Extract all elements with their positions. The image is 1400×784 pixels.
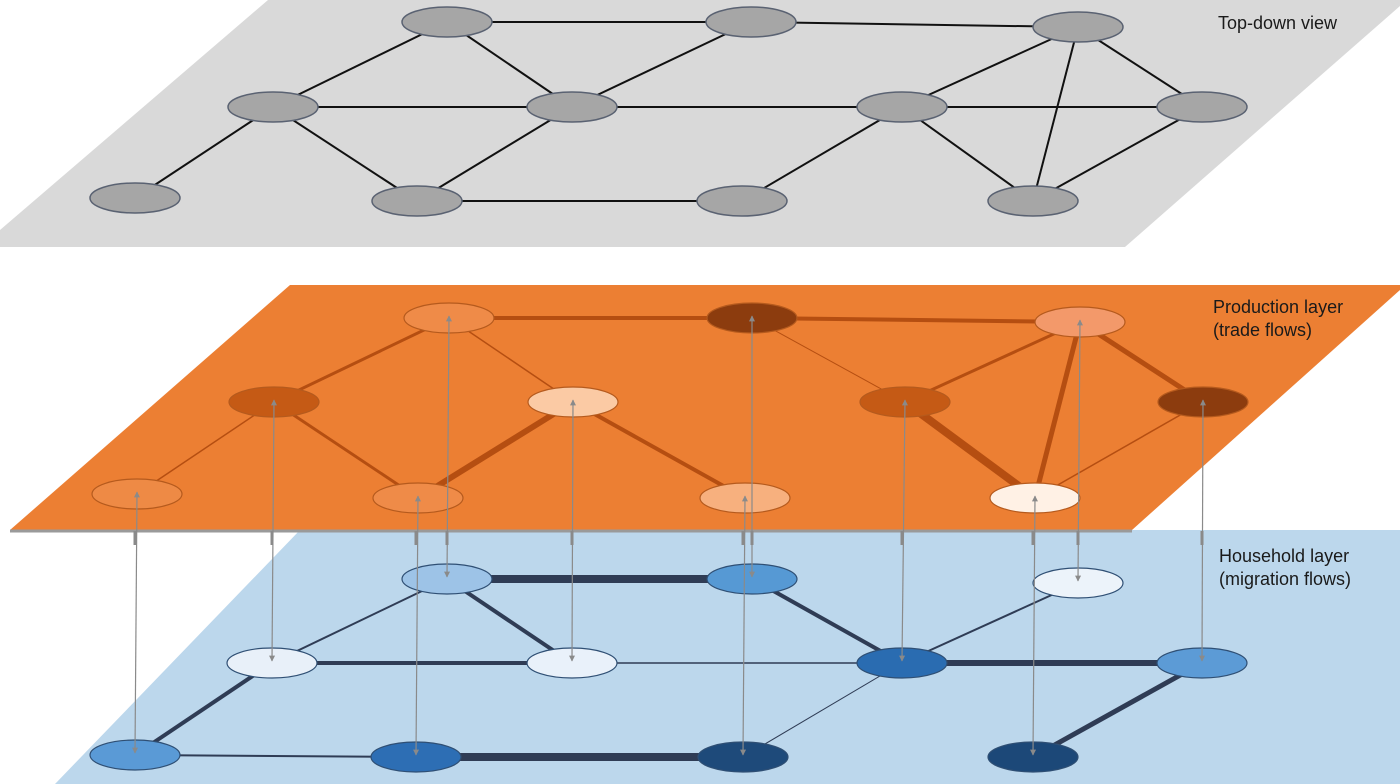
top-down-layer [0, 0, 1400, 247]
top-edge-a-b [134, 106, 274, 199]
household-layer-title: Household layer [1219, 546, 1350, 566]
production-edge-d-e [416, 399, 575, 501]
production-edge-j-k [1034, 401, 1204, 499]
top-edge-j-k [1032, 106, 1203, 202]
interlayer-links [132, 315, 1206, 756]
production-edge-e-g [572, 400, 746, 500]
top-edge-d-e [416, 106, 573, 202]
top-node-d [371, 185, 463, 217]
top-edge-e-f [571, 21, 752, 108]
interlayer-link-i [1075, 319, 1083, 582]
top-edge-b-c [272, 21, 448, 108]
interlayer-link-a [132, 491, 140, 754]
top-node-e [526, 91, 618, 123]
production-layer-title: Production layer [1213, 297, 1344, 317]
top-edge-b-d [272, 106, 418, 202]
top-node-h [856, 91, 948, 123]
top-node-a [89, 182, 181, 214]
top-edge-g-h [741, 106, 903, 202]
household-edge-h-i [901, 582, 1079, 664]
top-down-view-label: Top-down view [1218, 13, 1338, 33]
top-edge-c-e [446, 21, 573, 108]
top-down-plane [0, 0, 1400, 247]
production-edge-b-d [273, 400, 419, 500]
top-edge-h-i [901, 26, 1079, 108]
top-edge-i-k [1032, 26, 1079, 202]
production-edge-f-i [751, 316, 1081, 324]
interlayer-link-d [413, 495, 421, 756]
interlayer-link-g [740, 495, 748, 756]
top-node-i [1032, 11, 1124, 43]
household-edge-f-h [751, 577, 903, 665]
production-edge-b-c [273, 316, 450, 404]
top-edge-h-k [901, 106, 1034, 202]
household-layer [55, 530, 1400, 784]
interlayer-link-j [1199, 399, 1206, 662]
interlayer-link-c [444, 315, 452, 578]
top-node-c [401, 6, 493, 38]
top-node-b [227, 91, 319, 123]
production-edge-a-b [136, 401, 275, 495]
interlayer-link-h [899, 399, 908, 662]
top-node-k [987, 185, 1079, 217]
household-edge-a-d [134, 754, 417, 758]
household-edge-a-b [133, 661, 274, 757]
production-plane [10, 285, 1400, 530]
production-edge-i-k [1032, 321, 1083, 499]
top-node-g [696, 185, 788, 217]
household-layer-subtitle: (migration flows) [1219, 569, 1352, 589]
production-edge-h-k [902, 398, 1038, 502]
production-edge-e-c [448, 317, 574, 403]
production-layer-label: Production layer (trade flows) [1213, 296, 1343, 342]
top-node-j [1156, 91, 1248, 123]
interlayer-link-b [269, 399, 277, 662]
household-edge-j-k [1031, 660, 1204, 760]
household-layer-label: Household layer (migration flows) [1219, 545, 1351, 591]
interlayer-link-e [569, 399, 576, 662]
production-layer [10, 285, 1400, 533]
production-edge-h-i [904, 320, 1081, 404]
production-edge-f-h [751, 317, 906, 403]
interlayer-link-k [1030, 495, 1038, 756]
household-edge-g-h [742, 662, 903, 758]
top-node-f [705, 6, 797, 38]
production-layer-subtitle: (trade flows) [1213, 320, 1313, 340]
household-edge-c-e [445, 577, 574, 665]
top-edge-f-i [750, 21, 1079, 28]
